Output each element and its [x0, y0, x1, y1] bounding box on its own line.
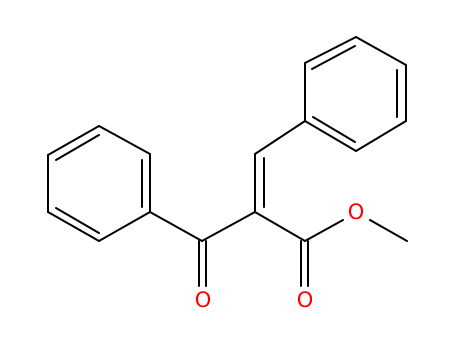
bond-ketone-carbon-to-ring	[149, 211, 203, 242]
bond-ketone-double-o	[198, 240, 207, 287]
bond-ester-carbon-to-ether-o	[304, 219, 344, 242]
bond-alkene-to-ketone-carbon	[201, 211, 256, 242]
bond-alkene-double	[254, 153, 265, 213]
phenyl-ring-left	[47, 125, 151, 242]
phenyl-ring-top-right	[304, 36, 407, 152]
ester-carbonyl-oxygen-label: O	[297, 288, 314, 312]
bond-ring-to-vinyl-ch	[254, 120, 306, 155]
bond-ester-double-o	[300, 240, 309, 287]
bond-alkene-to-ester-carbon	[254, 211, 306, 242]
ester-ether-oxygen-label: O	[348, 200, 365, 224]
carbonyl-oxygen-label: O	[195, 288, 212, 312]
bond-ether-o-to-methyl	[369, 219, 408, 242]
